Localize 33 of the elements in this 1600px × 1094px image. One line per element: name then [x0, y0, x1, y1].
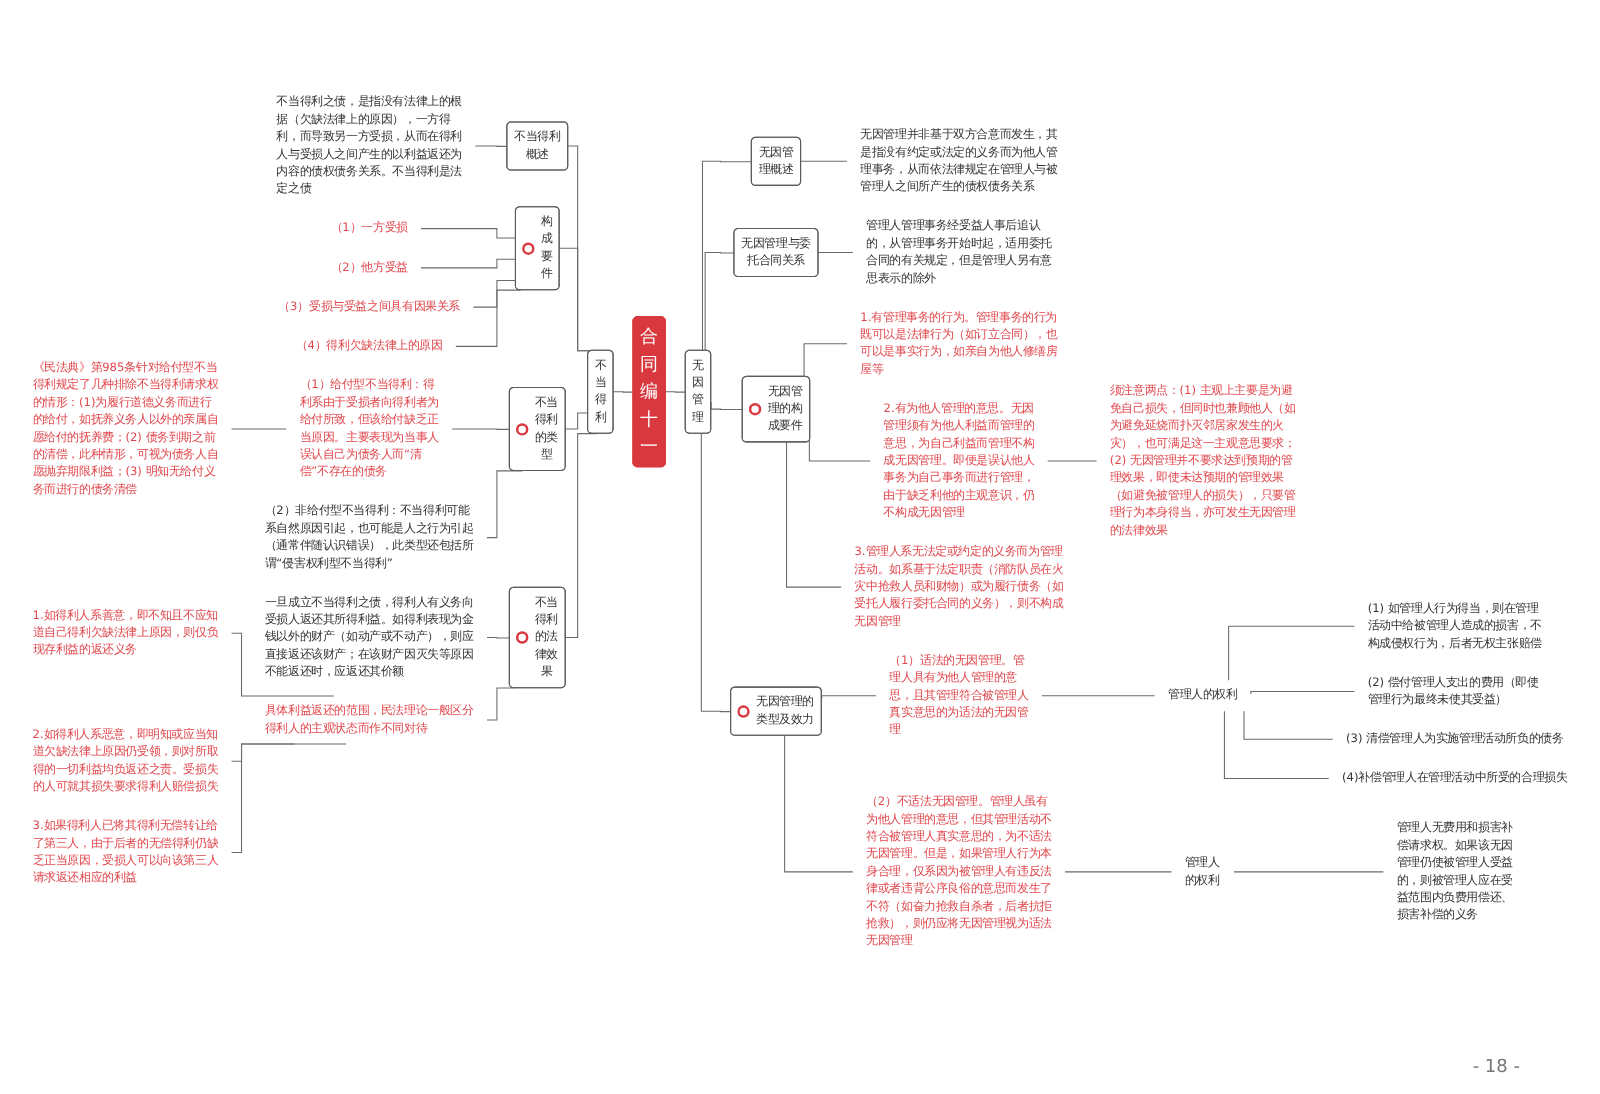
connector [1041, 695, 1156, 697]
connector [821, 695, 877, 700]
connector [701, 160, 753, 352]
connector [486, 637, 511, 639]
connector [665, 391, 687, 393]
connector [803, 343, 848, 378]
connector [565, 412, 589, 430]
connector [1233, 871, 1384, 873]
connector [231, 632, 335, 697]
connector [455, 289, 522, 347]
connector [1047, 460, 1098, 462]
connector [800, 160, 848, 163]
connector [451, 428, 511, 430]
connector [231, 428, 287, 430]
connector [420, 258, 517, 269]
connector [1250, 690, 1355, 695]
page-number: - 18 - [1472, 1058, 1520, 1078]
connector [612, 391, 634, 393]
connector [231, 743, 347, 853]
connector [420, 228, 517, 239]
connector [784, 735, 854, 873]
connector [1223, 710, 1330, 779]
connector [1243, 710, 1334, 740]
connector [474, 145, 508, 147]
connector [1228, 625, 1355, 681]
connector [808, 440, 871, 462]
connector [700, 433, 732, 713]
connector [472, 279, 517, 308]
connector [704, 252, 735, 352]
connector [817, 252, 854, 254]
connector [1064, 871, 1172, 873]
connector [786, 441, 842, 588]
connector [486, 687, 514, 721]
